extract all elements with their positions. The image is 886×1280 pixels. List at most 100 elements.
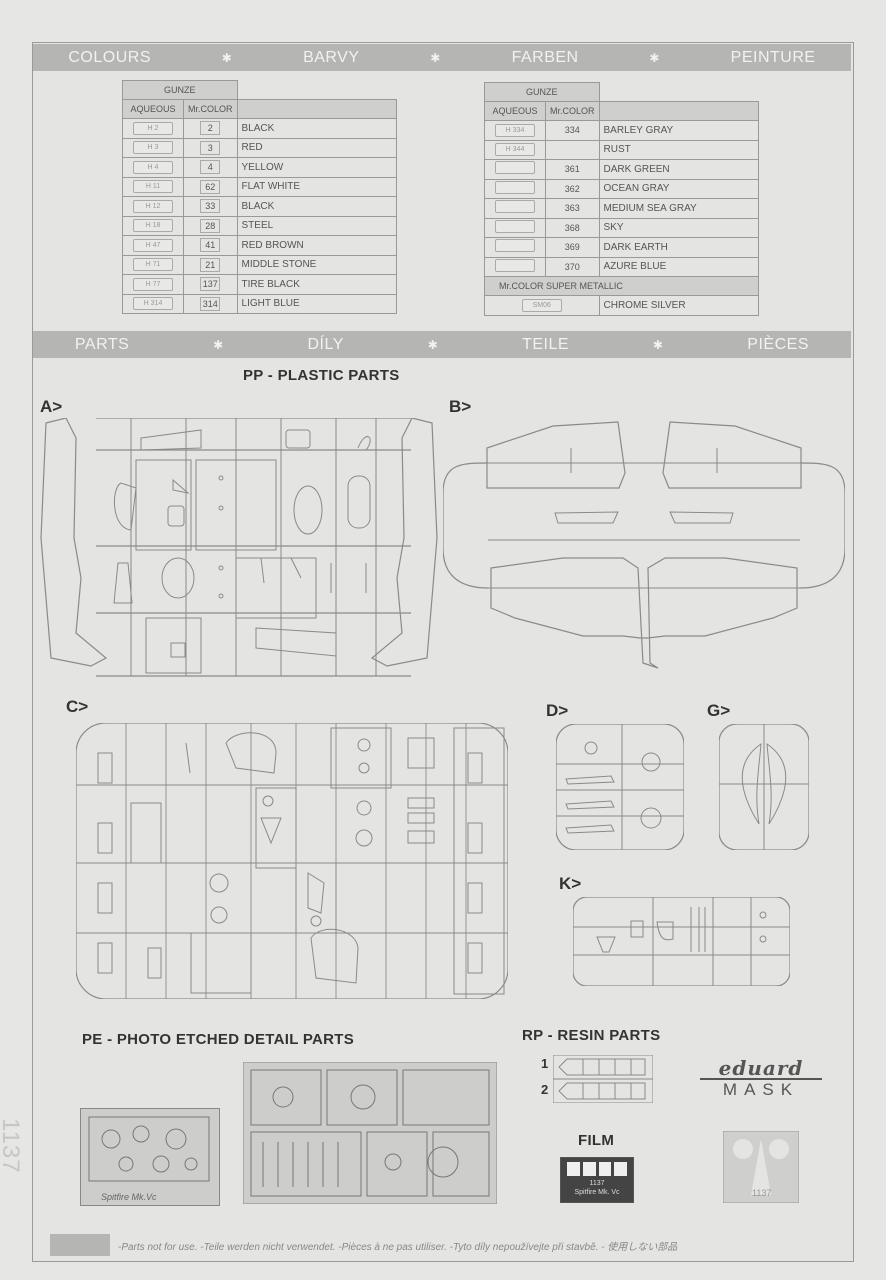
pe-fret-small-detail bbox=[88, 1116, 210, 1182]
sprue-k-label: K> bbox=[559, 874, 582, 893]
parts-band: PARTS ✱ DÍLY ✱ TEILE ✱ PIÈCES bbox=[33, 331, 851, 358]
film-windows bbox=[567, 1162, 627, 1176]
film-title: FILM bbox=[578, 1132, 615, 1149]
mrcolor-code: 3 bbox=[200, 140, 221, 155]
side-kit-number: 1137 bbox=[0, 1118, 24, 1174]
aqueous-code: H 334 bbox=[495, 123, 535, 137]
colours-band: COLOURS ✱ BARVY ✱ FARBEN ✱ PEINTURE bbox=[33, 44, 851, 71]
pe-fret-label: Spitfire Mk.Vc bbox=[101, 1192, 157, 1202]
mrcolor-code: 314 bbox=[200, 296, 221, 311]
pe-fret-small: Spitfire Mk.Vc bbox=[80, 1108, 220, 1206]
mrcolor-code: 361 bbox=[564, 164, 580, 175]
paint-name: BARLEY GRAY bbox=[598, 120, 759, 141]
mask-word: MASK bbox=[722, 1080, 800, 1099]
sprue-a-label: A> bbox=[40, 397, 63, 416]
super-metallic-code: SM06 bbox=[521, 298, 562, 312]
paint-name: YELLOW bbox=[236, 157, 397, 178]
mask-sheet bbox=[723, 1131, 799, 1203]
photo-etched-title: PE - PHOTO ETCHED DETAIL PARTS bbox=[82, 1031, 355, 1048]
band-star: ✱ bbox=[221, 50, 233, 65]
aqueous-code: H 11 bbox=[133, 180, 173, 194]
paint-row: H 71 21 MIDDLE STONE bbox=[122, 254, 397, 275]
mrcolor-code: 21 bbox=[200, 257, 221, 272]
mrcolor-code: 362 bbox=[564, 183, 580, 194]
aqueous-code: H 77 bbox=[133, 277, 173, 291]
resin-parts-drawing bbox=[553, 1055, 653, 1103]
not-for-use-swatch bbox=[50, 1234, 110, 1256]
aqueous-code: H 3 bbox=[133, 141, 173, 155]
not-for-use-note: -Parts not for use. -Teile werden nicht … bbox=[118, 1242, 678, 1253]
aqueous-code: H 12 bbox=[133, 199, 173, 213]
band-star: ✱ bbox=[649, 50, 660, 65]
paint-name: MEDIUM SEA GRAY bbox=[598, 198, 759, 219]
mrcolor-code: 137 bbox=[200, 277, 221, 292]
resin-item-2-label: 2 bbox=[541, 1082, 549, 1097]
super-metallic-header: Mr.COLOR SUPER METALLIC bbox=[484, 276, 759, 296]
aqueous-code bbox=[495, 200, 535, 214]
paint-name: LIGHT BLUE bbox=[236, 293, 397, 314]
sprue-k-drawing bbox=[573, 897, 790, 986]
mrcolor-code bbox=[563, 142, 581, 154]
band-label-farben: FARBEN bbox=[511, 48, 579, 66]
band-label-dily: DÍLY bbox=[307, 335, 344, 353]
paint-name: MIDDLE STONE bbox=[236, 254, 397, 275]
paint-row: H 77 137 TIRE BLACK bbox=[122, 274, 397, 295]
band-star: ✱ bbox=[430, 50, 441, 65]
aqueous-header: AQUEOUS bbox=[122, 99, 184, 119]
mrcolor-code: 363 bbox=[564, 203, 580, 214]
paint-name: BLACK bbox=[236, 118, 397, 139]
mrcolor-code: 28 bbox=[200, 218, 221, 233]
aqueous-code: H 314 bbox=[133, 297, 173, 311]
paint-name: AZURE BLUE bbox=[598, 256, 759, 277]
paint-name: RED BROWN bbox=[236, 235, 397, 256]
paint-row: 370 AZURE BLUE bbox=[484, 256, 759, 277]
aqueous-header: AQUEOUS bbox=[484, 101, 546, 121]
paint-name: TIRE BLACK bbox=[236, 274, 397, 295]
sprue-c-label: C> bbox=[66, 697, 89, 716]
aqueous-code: H 18 bbox=[133, 219, 173, 233]
mrcolor-code: 2 bbox=[200, 121, 221, 136]
resin-parts-title: RP - RESIN PARTS bbox=[522, 1027, 661, 1044]
eduard-logo: eduard bbox=[700, 1058, 822, 1080]
band-label-colours: COLOURS bbox=[68, 48, 151, 66]
pe-fret-large bbox=[243, 1062, 497, 1204]
aqueous-code bbox=[495, 239, 535, 253]
aqueous-code bbox=[495, 258, 535, 272]
resin-item-1-label: 1 bbox=[541, 1056, 549, 1071]
mrcolor-code: 370 bbox=[564, 261, 580, 272]
sprue-b-label: B> bbox=[449, 397, 472, 416]
paint-name: DARK GREEN bbox=[598, 159, 759, 180]
gunze-header: GUNZE bbox=[122, 80, 238, 100]
aqueous-code: H 47 bbox=[133, 238, 173, 252]
mrcolor-code: 41 bbox=[200, 238, 221, 253]
paint-name: STEEL bbox=[236, 215, 397, 236]
aqueous-code bbox=[495, 180, 535, 194]
film-name: Spitfire Mk. Vc bbox=[574, 1189, 620, 1196]
aqueous-code: H 71 bbox=[133, 258, 173, 272]
band-star: ✱ bbox=[213, 337, 224, 352]
paint-name: OCEAN GRAY bbox=[598, 178, 759, 199]
band-label-parts: PARTS bbox=[74, 335, 130, 353]
paint-name: RUST bbox=[598, 139, 759, 160]
mrcolor-code: 368 bbox=[564, 222, 580, 233]
mrcolor-code: 369 bbox=[564, 242, 580, 253]
mrcolor-code: 334 bbox=[564, 125, 580, 136]
paint-row: H 334 334 BARLEY GRAY bbox=[484, 120, 759, 141]
film-sheet: 1137 Spitfire Mk. Vc bbox=[560, 1157, 634, 1203]
band-label-barvy: BARVY bbox=[303, 48, 360, 66]
band-label-peinture: PEINTURE bbox=[730, 48, 816, 66]
sprue-b-drawing bbox=[443, 421, 845, 669]
gunze-header: GUNZE bbox=[484, 82, 600, 102]
plastic-parts-title: PP - PLASTIC PARTS bbox=[243, 367, 400, 384]
paint-row: H 314 314 LIGHT BLUE bbox=[122, 293, 397, 314]
paint-row: H 47 41 RED BROWN bbox=[122, 235, 397, 256]
paint-row: 363 MEDIUM SEA GRAY bbox=[484, 198, 759, 219]
